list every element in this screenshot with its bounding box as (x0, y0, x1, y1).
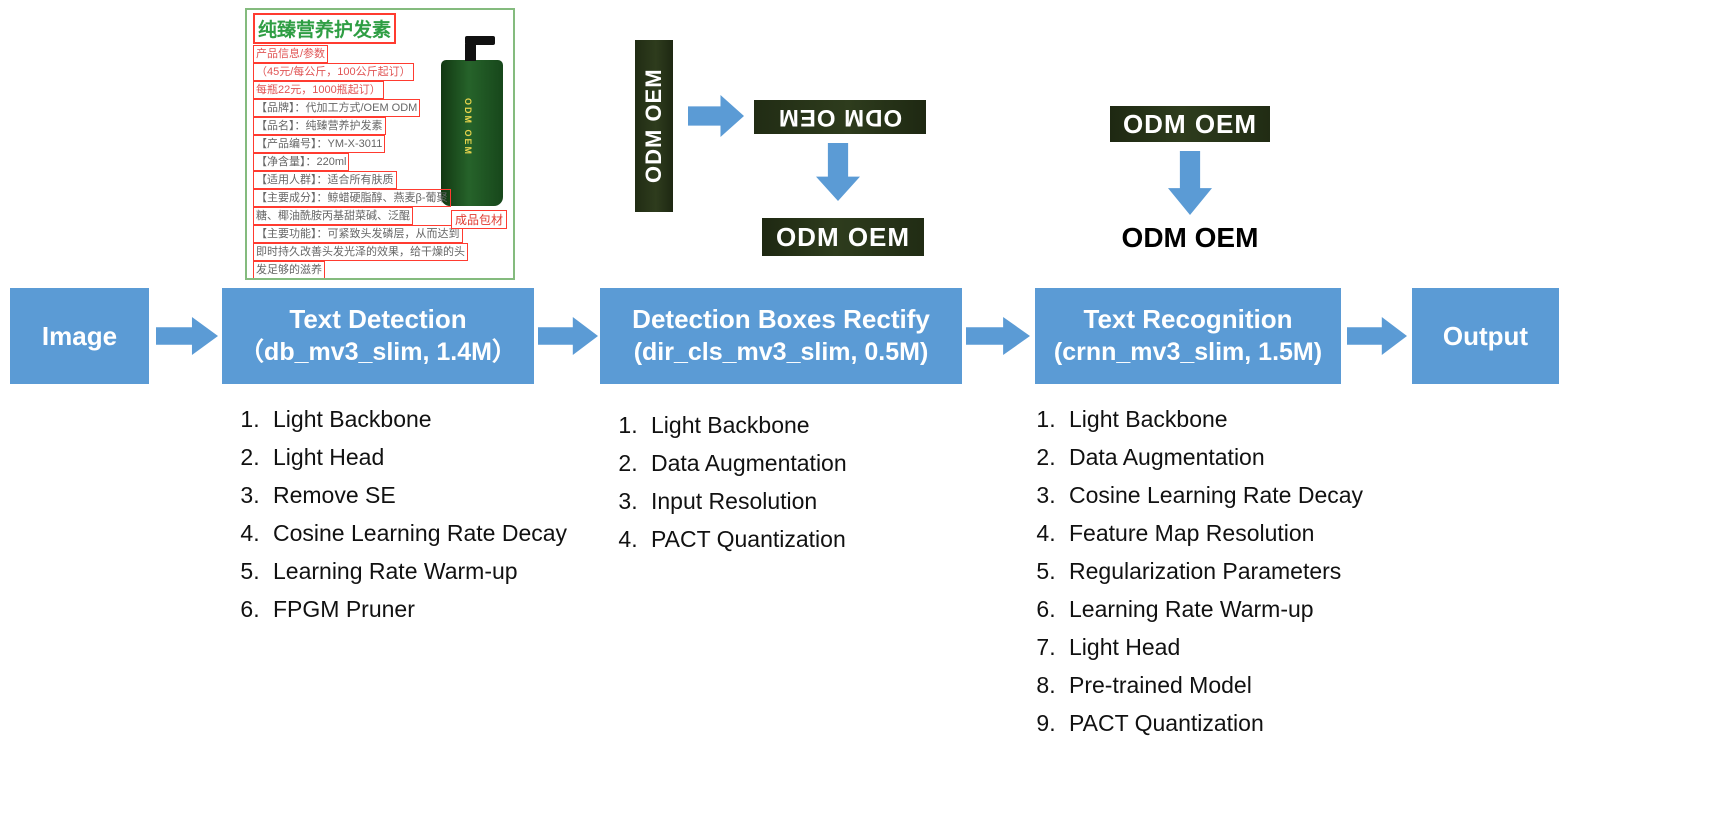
rectified-text-crop: ODM OEM (762, 218, 924, 256)
optimization-item: Learning Rate Warm-up (266, 552, 567, 590)
optimization-item: Remove SE (266, 476, 567, 514)
detected-text-line: 即时持久改善头发光泽的效果，给干燥的头 (253, 243, 513, 261)
detected-text-line: （45元/每公斤，100公斤起订） (253, 63, 513, 81)
optimization-item: PACT Quantization (1062, 704, 1363, 742)
detection-rectify-optimizations-list: Light BackboneData AugmentationInput Res… (600, 406, 847, 558)
flipped-text-crop: ODM OEM (754, 100, 926, 134)
detected-text-line: 发足够的滋养 (253, 261, 513, 278)
detected-text-line: 【净含量】：220ml (253, 153, 513, 171)
detected-text-line: 产品信息/参数 (253, 45, 513, 63)
stage-model-subtitle: (crnn_mv3_slim, 1.5M) (1053, 338, 1323, 366)
text-detection-optimizations-list: Light BackboneLight HeadRemove SECosine … (222, 400, 567, 628)
optimization-item: Pre-trained Model (1062, 666, 1363, 704)
optimization-item: FPGM Pruner (266, 590, 567, 628)
flow-node-text-detection: Text Detection （db_mv3_slim, 1.4M） (222, 288, 534, 384)
stage-title: Detection Boxes Rectify (632, 304, 930, 334)
text-recognition-optimizations-list: Light BackboneData AugmentationCosine Le… (1018, 400, 1363, 742)
down-arrow-icon (1168, 151, 1212, 215)
optimization-item: PACT Quantization (644, 520, 847, 558)
optimization-item: Light Head (1062, 628, 1363, 666)
right-arrow-icon (688, 95, 744, 137)
detected-text-line: 【适用人群】：适合所有肤质 (253, 171, 513, 189)
optimization-item: Data Augmentation (644, 444, 847, 482)
optimization-item: Light Backbone (1062, 400, 1363, 438)
bottle-pump-neck (465, 44, 476, 61)
optimization-item: Light Backbone (266, 400, 567, 438)
recognition-input-crop: ODM OEM (1110, 106, 1270, 142)
detected-text-line: 【主要功能】：可紧致头发磷层，从而达到 (253, 225, 513, 243)
bottle-pump-head (465, 36, 495, 45)
optimization-item: Data Augmentation (1062, 438, 1363, 476)
flow-node-output-label: Output (1442, 320, 1529, 351)
optimization-item: Light Head (266, 438, 567, 476)
flow-node-detection-boxes-rectify: Detection Boxes Rectify (dir_cls_mv3_sli… (600, 288, 962, 384)
stage-model-subtitle: （db_mv3_slim, 1.4M） (239, 338, 517, 366)
detected-text-line: 【产品编号】：YM-X-3011 (253, 135, 513, 153)
product-title-detected: 纯臻营养护发素 (253, 13, 397, 44)
detected-text-lines: 产品信息/参数（45元/每公斤，100公斤起订）每瓶22元，1000瓶起订）【品… (247, 45, 513, 278)
stage-title: Text Detection (289, 304, 467, 334)
flow-node-output: Output (1412, 288, 1559, 384)
right-arrow-icon (156, 317, 218, 355)
flow-node-text-recognition: Text Recognition (crnn_mv3_slim, 1.5M) (1035, 288, 1341, 384)
stage-title: Text Recognition (1083, 304, 1293, 334)
right-arrow-icon (966, 317, 1030, 355)
shampoo-bottle-illustration: ODM OEM (441, 36, 503, 206)
flow-node-image: Image (10, 288, 149, 384)
right-arrow-icon (538, 317, 598, 355)
detected-text-line: 【品牌】：代加工方式/OEM ODM (253, 99, 513, 117)
detected-text-line: 【品名】：纯臻营养护发素 (253, 117, 513, 135)
package-badge-detected: 成品包材 (450, 210, 507, 229)
text-detection-sample-image: ODM OEM 纯臻营养护发素 产品信息/参数（45元/每公斤，100公斤起订）… (245, 8, 515, 280)
optimization-item: Regularization Parameters (1062, 552, 1363, 590)
optimization-item: Learning Rate Warm-up (1062, 590, 1363, 628)
optimization-item: Feature Map Resolution (1062, 514, 1363, 552)
down-arrow-icon (816, 143, 860, 201)
flow-node-image-label: Image (41, 320, 118, 351)
detected-text-line: 每瓶22元，1000瓶起订） (253, 81, 513, 99)
rotated-vertical-text-crop: ODM OEM (635, 40, 673, 212)
optimization-item: Cosine Learning Rate Decay (1062, 476, 1363, 514)
right-arrow-icon (1347, 317, 1407, 355)
bottle-label-text: ODM OEM (463, 98, 473, 156)
optimization-item: Input Resolution (644, 482, 847, 520)
optimization-item: Light Backbone (644, 406, 847, 444)
recognized-text-result: ODM OEM (1121, 222, 1259, 253)
detected-text-line: 糖、椰油酰胺丙基甜菜碱、泛醌 (253, 207, 513, 225)
optimization-item: Cosine Learning Rate Decay (266, 514, 567, 552)
detected-text-line: 【主要成分】：鲸蜡硬脂醇、燕麦β-葡聚 (253, 189, 513, 207)
stage-model-subtitle: (dir_cls_mv3_slim, 0.5M) (633, 338, 929, 366)
